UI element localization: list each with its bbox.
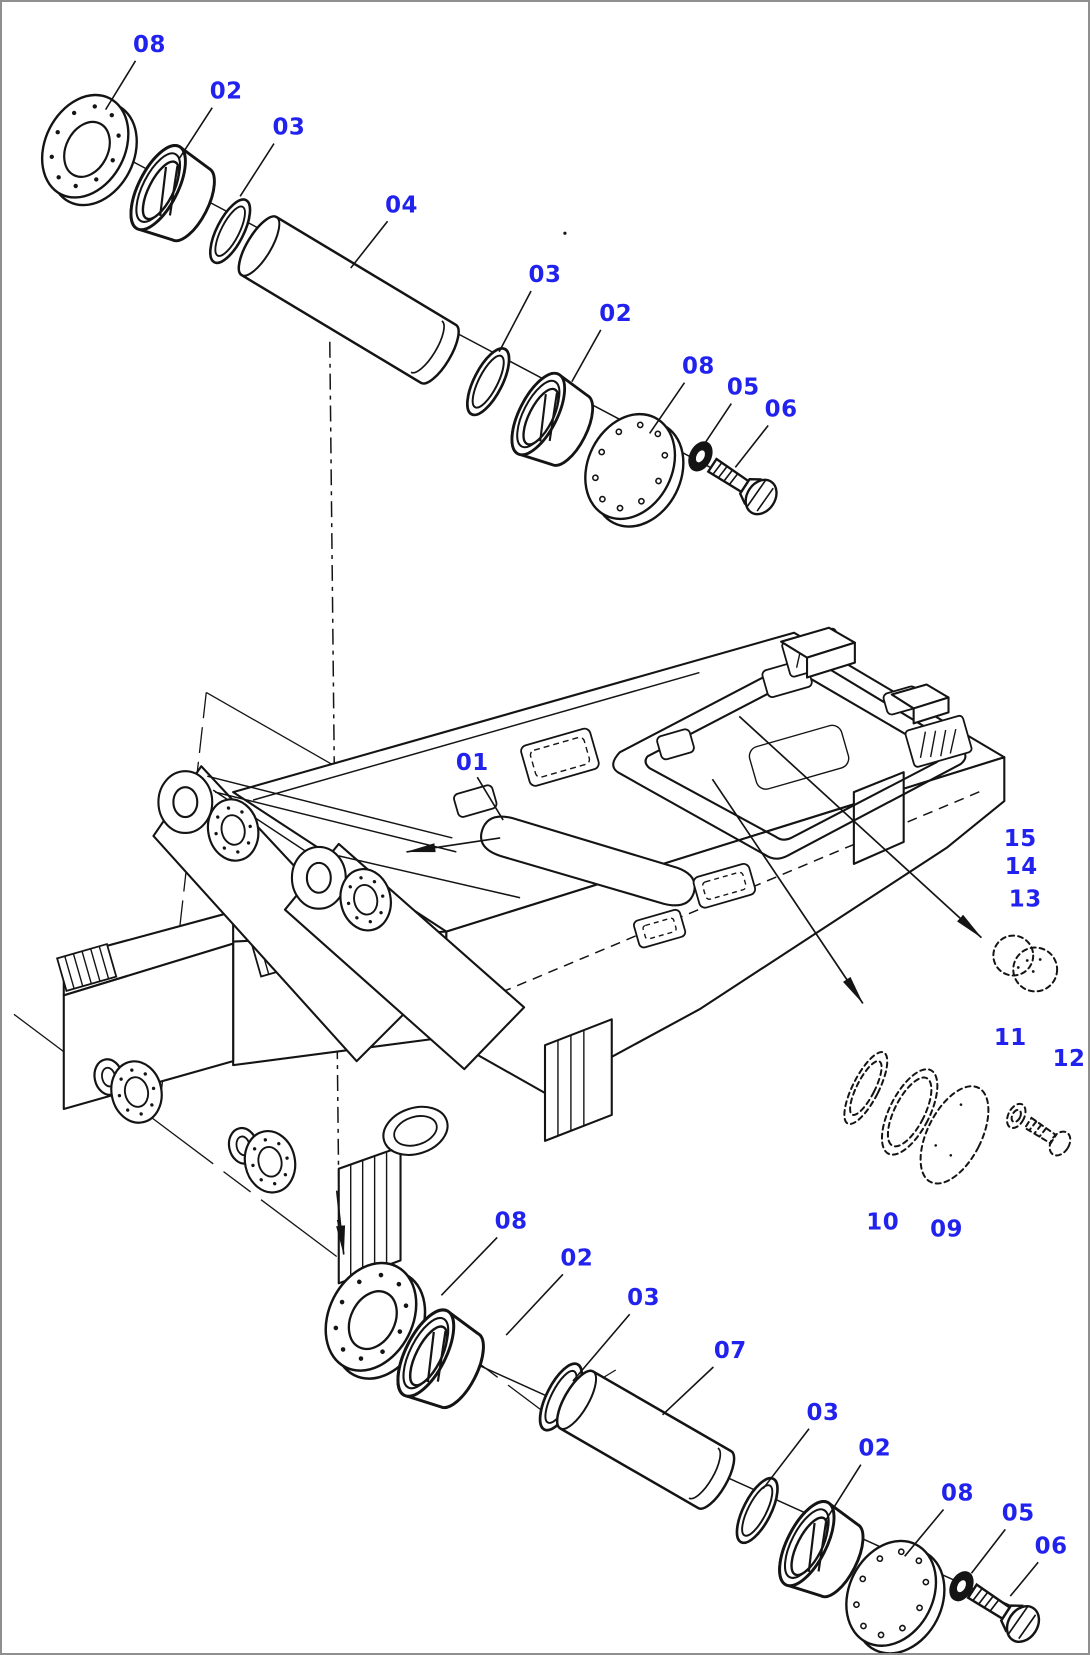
cover-kit-art <box>843 1051 1072 1185</box>
bolt-art <box>1023 1116 1072 1157</box>
callout-bot-07[interactable]: 07 <box>714 1338 747 1364</box>
pin-art <box>230 209 468 391</box>
callout-right-14[interactable]: 14 <box>1005 854 1038 880</box>
bolt-art <box>701 448 784 522</box>
bolt-art <box>960 1574 1047 1650</box>
leader-line-top-03 <box>239 143 275 197</box>
callout-bot2-03[interactable]: 03 <box>807 1400 840 1426</box>
callout-bot-08[interactable]: 08 <box>495 1209 528 1235</box>
callout-right-13[interactable]: 13 <box>1009 887 1042 913</box>
callout-right-12[interactable]: 12 <box>1053 1046 1086 1072</box>
callout-bot2-08[interactable]: 08 <box>941 1481 974 1507</box>
ring-art <box>843 1051 889 1126</box>
plug-art <box>992 934 1059 993</box>
leader-line-mid-03 <box>498 290 532 353</box>
leader-line-bot-07 <box>662 1366 714 1416</box>
callout-mid-02[interactable]: 02 <box>599 301 632 327</box>
gasket-art <box>880 1068 939 1156</box>
washer-art <box>1006 1102 1027 1130</box>
callout-right-11[interactable]: 11 <box>994 1025 1027 1051</box>
oring-art <box>457 341 519 423</box>
leader-line-top-08 <box>104 60 137 111</box>
leader-line-bot2-06 <box>1009 1561 1039 1597</box>
leader-line-bot-08 <box>440 1236 498 1296</box>
pointer-arrow-to-plug <box>738 715 983 939</box>
callout-frame-01[interactable]: 01 <box>456 750 489 776</box>
leader-line-top-04 <box>350 220 389 269</box>
callout-right-10[interactable]: 10 <box>866 1210 899 1236</box>
callout-right-09[interactable]: 09 <box>930 1216 963 1242</box>
callout-mid-05[interactable]: 05 <box>727 375 760 401</box>
leader-line-bot2-08 <box>904 1508 945 1557</box>
leader-line-bot2-05 <box>970 1528 1006 1574</box>
callout-right-15[interactable]: 15 <box>1004 826 1037 852</box>
oring-art <box>727 1471 787 1550</box>
callout-bot2-06[interactable]: 06 <box>1035 1533 1068 1559</box>
callout-bot-03[interactable]: 03 <box>627 1285 660 1311</box>
top-pin-kit-art <box>22 79 784 544</box>
pin-art <box>548 1364 743 1516</box>
pointer-arrow-centerline-tip <box>335 1190 346 1256</box>
leader-line-bot2-03 <box>762 1428 810 1490</box>
callout-top-03[interactable]: 03 <box>273 115 306 141</box>
leader-line-frame-01 <box>476 776 504 821</box>
leader-line-bot-03 <box>572 1313 631 1382</box>
leader-line-mid-02 <box>571 329 602 383</box>
callout-mid-06[interactable]: 06 <box>765 397 798 423</box>
callout-bot-02[interactable]: 02 <box>560 1245 593 1271</box>
leader-line-top-02 <box>178 107 213 159</box>
speck <box>563 231 567 235</box>
leader-line-mid-06 <box>734 424 769 468</box>
bottom-pin-kit-art <box>305 1246 1047 1653</box>
leader-line-bot2-02 <box>824 1464 862 1522</box>
callout-top-02[interactable]: 02 <box>210 79 243 105</box>
cover-art <box>919 1085 990 1185</box>
pointer-arrow-to-left-lug <box>405 837 501 853</box>
pointer-arrow-to-cover-group <box>711 778 864 1005</box>
main-frame-art <box>56 626 1006 1285</box>
leader-line-mid-05 <box>704 403 732 443</box>
callout-top-04[interactable]: 04 <box>385 192 418 218</box>
leader-line-mid-08 <box>648 382 686 434</box>
callout-mid-08[interactable]: 08 <box>682 354 715 380</box>
callout-top-08[interactable]: 08 <box>133 32 166 58</box>
callout-bot2-05[interactable]: 05 <box>1002 1500 1035 1526</box>
callout-bot2-02[interactable]: 02 <box>858 1436 891 1462</box>
callout-mid-03[interactable]: 03 <box>529 262 562 288</box>
leader-line-bot-02 <box>505 1273 564 1336</box>
